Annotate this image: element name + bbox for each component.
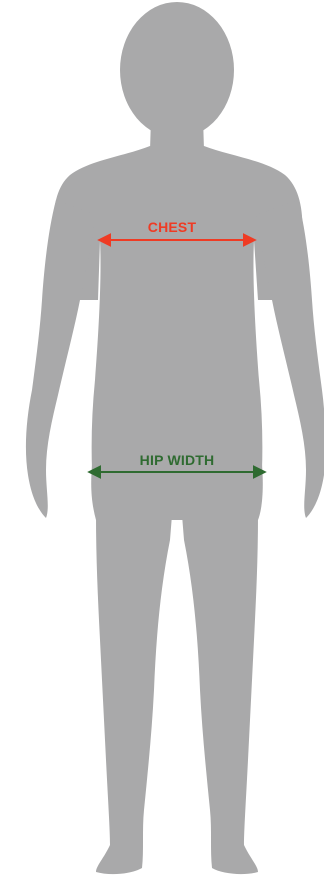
human-silhouette <box>26 2 324 874</box>
pelvis-shape <box>91 465 263 520</box>
torso-shape <box>53 146 302 470</box>
left-leg-shape <box>96 515 172 874</box>
head-shape <box>120 2 234 138</box>
chest-label: CHEST <box>148 219 197 235</box>
right-arm-shape <box>256 200 324 518</box>
left-arm-shape <box>26 200 96 518</box>
hip-width-label: HIP WIDTH <box>140 452 215 468</box>
right-leg-shape <box>182 515 258 874</box>
